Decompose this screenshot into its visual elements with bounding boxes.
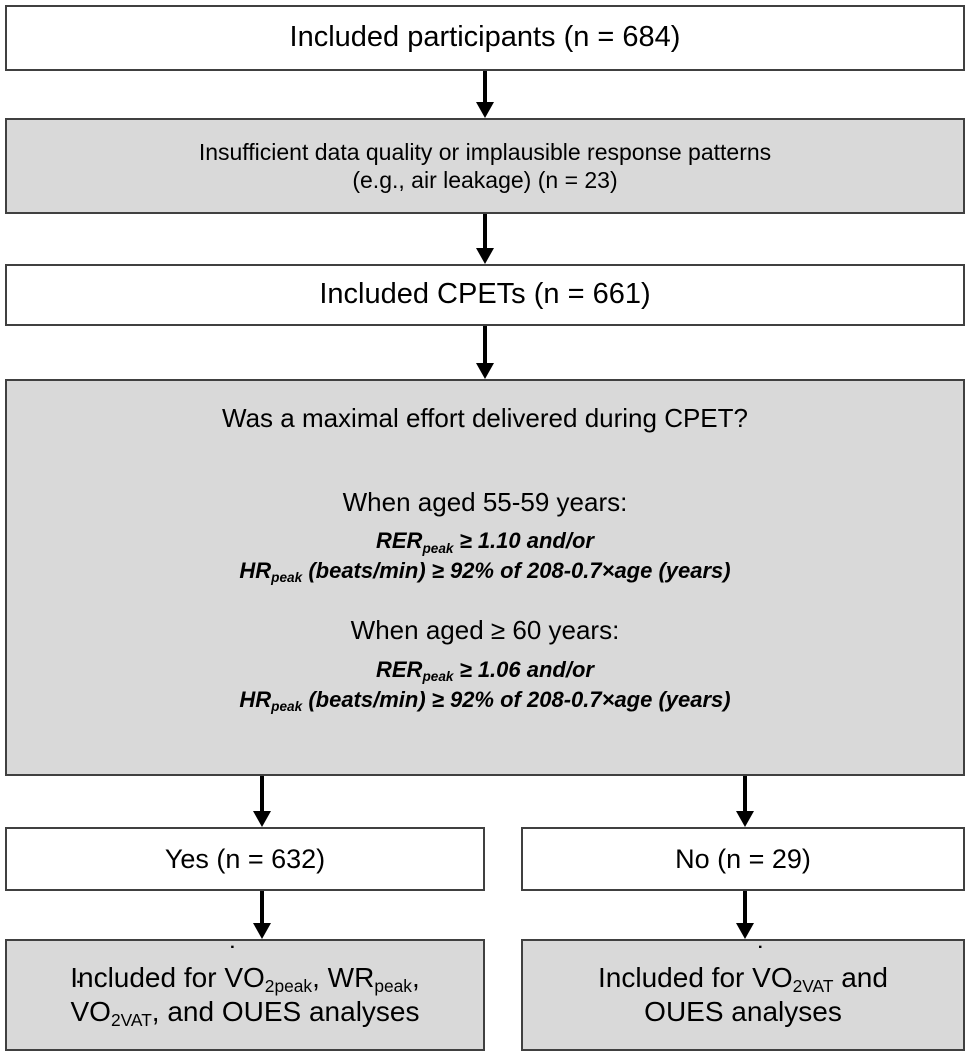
criteria-group-60-plus-rer: RERpeak ≥ 1.06 and/or — [15, 655, 955, 684]
rer-value: ≥ 1.10 and/or — [453, 528, 594, 554]
node-question-content: Was a maximal effort delivered during CP… — [7, 381, 963, 714]
node-answer-no-label: No (n = 29) — [675, 843, 811, 874]
arrow-shaft — [483, 71, 487, 102]
arrow-head — [253, 811, 271, 827]
analyses-right-sub-2vat: 2VAT — [792, 976, 834, 997]
hr-subscript: peak — [271, 569, 303, 585]
node-maximal-effort-question: Was a maximal effort delivered during CP… — [5, 379, 965, 776]
node-excluded-records-text: Insufficient data quality or implausible… — [7, 138, 963, 194]
arrow-shaft — [743, 891, 747, 923]
analyses-left-o-2: O — [89, 996, 111, 1027]
hr-value: (beats/min) ≥ 92% of 208-0.7×age (years) — [302, 557, 731, 583]
node-excluded-line-2: (e.g., air leakage) (n = 23) — [352, 167, 618, 193]
arrow-shaft — [483, 326, 487, 363]
analyses-left-prefix: Included for — [70, 961, 225, 993]
analyses-left-sub-peak: peak — [374, 976, 412, 997]
v-dot-icon: V — [70, 995, 89, 1029]
rer-label: RER — [376, 657, 423, 683]
arrow-shaft — [743, 776, 747, 811]
question-title: Was a maximal effort delivered during CP… — [222, 403, 748, 433]
v-dot-icon: V — [224, 961, 243, 995]
analyses-left-sub-2vat: 2VAT — [110, 1010, 152, 1031]
node-answer-no: No (n = 29) — [521, 827, 965, 891]
criteria-group-55-59-heading: When aged 55-59 years: — [342, 486, 628, 517]
node-excluded-records: Insufficient data quality or implausible… — [5, 118, 965, 214]
node-included-participants-label: Included participants (n = 684) — [289, 21, 681, 54]
rer-label: RER — [376, 528, 423, 554]
analyses-right-prefix: Included for — [598, 961, 753, 993]
analyses-left-wr: , WR — [312, 961, 375, 993]
arrow-head — [476, 363, 494, 379]
arrow-shaft — [483, 214, 487, 248]
arrow-head — [736, 923, 754, 939]
node-excluded-line-1: Insufficient data quality or implausible… — [198, 138, 772, 165]
node-answer-yes: Yes (n = 632) — [5, 827, 485, 891]
v-dot-icon: V — [752, 961, 771, 995]
criteria-group-55-59: When aged 55-59 years: RERpeak ≥ 1.10 an… — [15, 487, 955, 586]
arrow-shaft — [260, 776, 264, 811]
node-analyses-left-text: Included for VO2peak, WRpeak,VO2VAT, and… — [7, 961, 483, 1029]
hr-label: HR — [239, 557, 272, 583]
analyses-right-o: O — [770, 961, 793, 993]
criteria-group-55-59-hr: HRpeak (beats/min) ≥ 92% of 208-0.7×age … — [15, 556, 955, 585]
node-included-cpets: Included CPETs (n = 661) — [5, 264, 965, 326]
hr-subscript: peak — [271, 698, 303, 714]
node-included-participants: Included participants (n = 684) — [5, 5, 965, 71]
criteria-group-60-plus: When aged ≥ 60 years: RERpeak ≥ 1.06 and… — [15, 615, 955, 714]
node-analyses-peak-vat-oues: Included for VO2peak, WRpeak,VO2VAT, and… — [5, 939, 485, 1051]
analyses-right-and: and — [833, 961, 888, 993]
arrow-head — [476, 248, 494, 264]
analyses-left-o: O — [243, 961, 265, 993]
node-included-cpets-label: Included CPETs (n = 661) — [319, 278, 651, 311]
hr-value: (beats/min) ≥ 92% of 208-0.7×age (years) — [302, 686, 731, 712]
analyses-left-sub-2peak: 2peak — [264, 976, 313, 997]
hr-label: HR — [239, 686, 272, 712]
criteria-group-55-59-rer: RERpeak ≥ 1.10 and/or — [15, 526, 955, 555]
rer-subscript: peak — [422, 669, 454, 685]
criteria-group-60-plus-hr: HRpeak (beats/min) ≥ 92% of 208-0.7×age … — [15, 685, 955, 714]
arrow-head — [736, 811, 754, 827]
arrow-head — [253, 923, 271, 939]
analyses-right-suffix: OUES analyses — [644, 996, 842, 1027]
arrow-head — [476, 102, 494, 118]
rer-subscript: peak — [422, 540, 454, 556]
analyses-left-comma: , — [411, 961, 420, 993]
analyses-left-suffix: , and OUES analyses — [151, 996, 420, 1027]
criteria-group-60-plus-heading: When aged ≥ 60 years: — [350, 615, 620, 646]
rer-value: ≥ 1.06 and/or — [453, 657, 594, 683]
node-answer-yes-label: Yes (n = 632) — [164, 843, 326, 874]
arrow-shaft — [260, 891, 264, 923]
